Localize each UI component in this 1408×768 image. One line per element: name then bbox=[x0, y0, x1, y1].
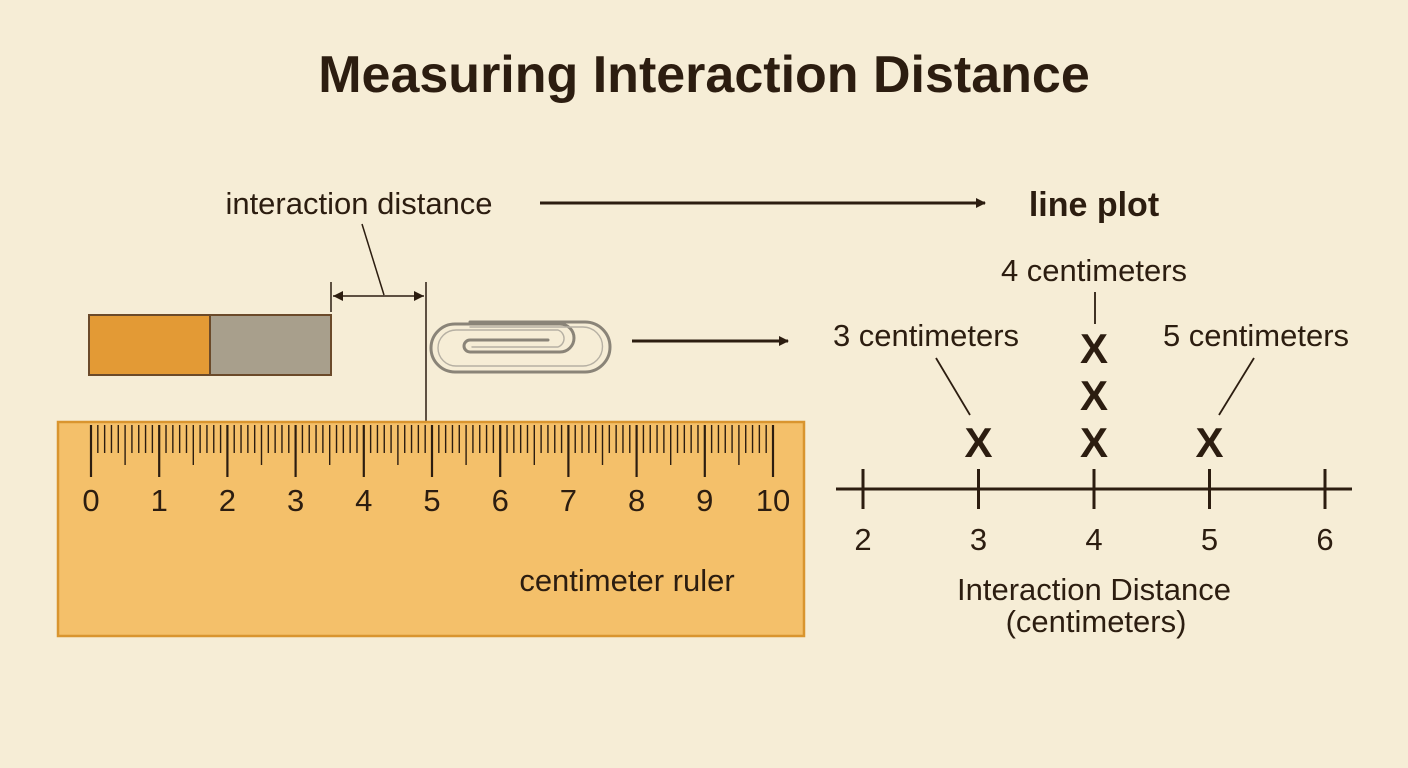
ruler-tick-label: 9 bbox=[696, 483, 713, 518]
axis-title-line1: Interaction Distance bbox=[957, 572, 1231, 607]
x-mark: X bbox=[1080, 325, 1108, 372]
ruler-tick-label: 1 bbox=[151, 483, 168, 518]
dimension-pointer-line bbox=[361, 223, 385, 296]
annotation-3-pointer bbox=[935, 357, 971, 416]
ruler-tick-label: 8 bbox=[628, 483, 645, 518]
ruler-ticks bbox=[89, 425, 775, 477]
line-plot-label: line plot bbox=[1029, 186, 1159, 224]
ruler-tick-label: 2 bbox=[219, 483, 236, 518]
x-mark: X bbox=[1195, 419, 1223, 466]
axis-tick-label: 5 bbox=[1201, 522, 1218, 557]
x-mark: X bbox=[1080, 419, 1108, 466]
x-mark: X bbox=[1080, 372, 1108, 419]
annotation-5-pointer bbox=[1218, 357, 1255, 416]
magnet-icon bbox=[88, 314, 332, 376]
annotation-5-centimeters: 5 centimeters bbox=[1163, 318, 1349, 353]
ruler-tick-label: 10 bbox=[756, 483, 790, 518]
ruler-tick-label: 5 bbox=[423, 483, 440, 518]
centimeter-ruler-label: centimeter ruler bbox=[519, 563, 734, 598]
axis-tick-labels: 2 3 4 5 6 bbox=[854, 522, 1333, 557]
annotation-4-centimeters: 4 centimeters bbox=[1001, 253, 1187, 288]
x-mark: X bbox=[964, 419, 992, 466]
axis-title-line2: (centimeters) bbox=[1006, 604, 1187, 639]
axis-tick-label: 4 bbox=[1085, 522, 1102, 557]
page-title: Measuring Interaction Distance bbox=[318, 46, 1090, 104]
ruler-tick-label: 6 bbox=[492, 483, 509, 518]
ruler-tick-label: 4 bbox=[355, 483, 372, 518]
axis-tick-label: 2 bbox=[854, 522, 871, 557]
axis-ticks bbox=[861, 469, 1327, 509]
interaction-distance-label: interaction distance bbox=[225, 186, 492, 221]
axis-tick-label: 6 bbox=[1316, 522, 1333, 557]
ruler-tick-label: 3 bbox=[287, 483, 304, 518]
paperclip-icon bbox=[429, 320, 612, 374]
ruler-tick-labels: 0 1 2 3 4 5 6 7 8 9 10 bbox=[82, 483, 790, 518]
dimension-arrow-right bbox=[414, 291, 424, 301]
ruler-tick-label: 0 bbox=[82, 483, 99, 518]
axis-tick-label: 3 bbox=[970, 522, 987, 557]
annotation-3-centimeters: 3 centimeters bbox=[833, 318, 1019, 353]
ruler-tick-label: 7 bbox=[560, 483, 577, 518]
dimension-arrow-left bbox=[333, 291, 343, 301]
